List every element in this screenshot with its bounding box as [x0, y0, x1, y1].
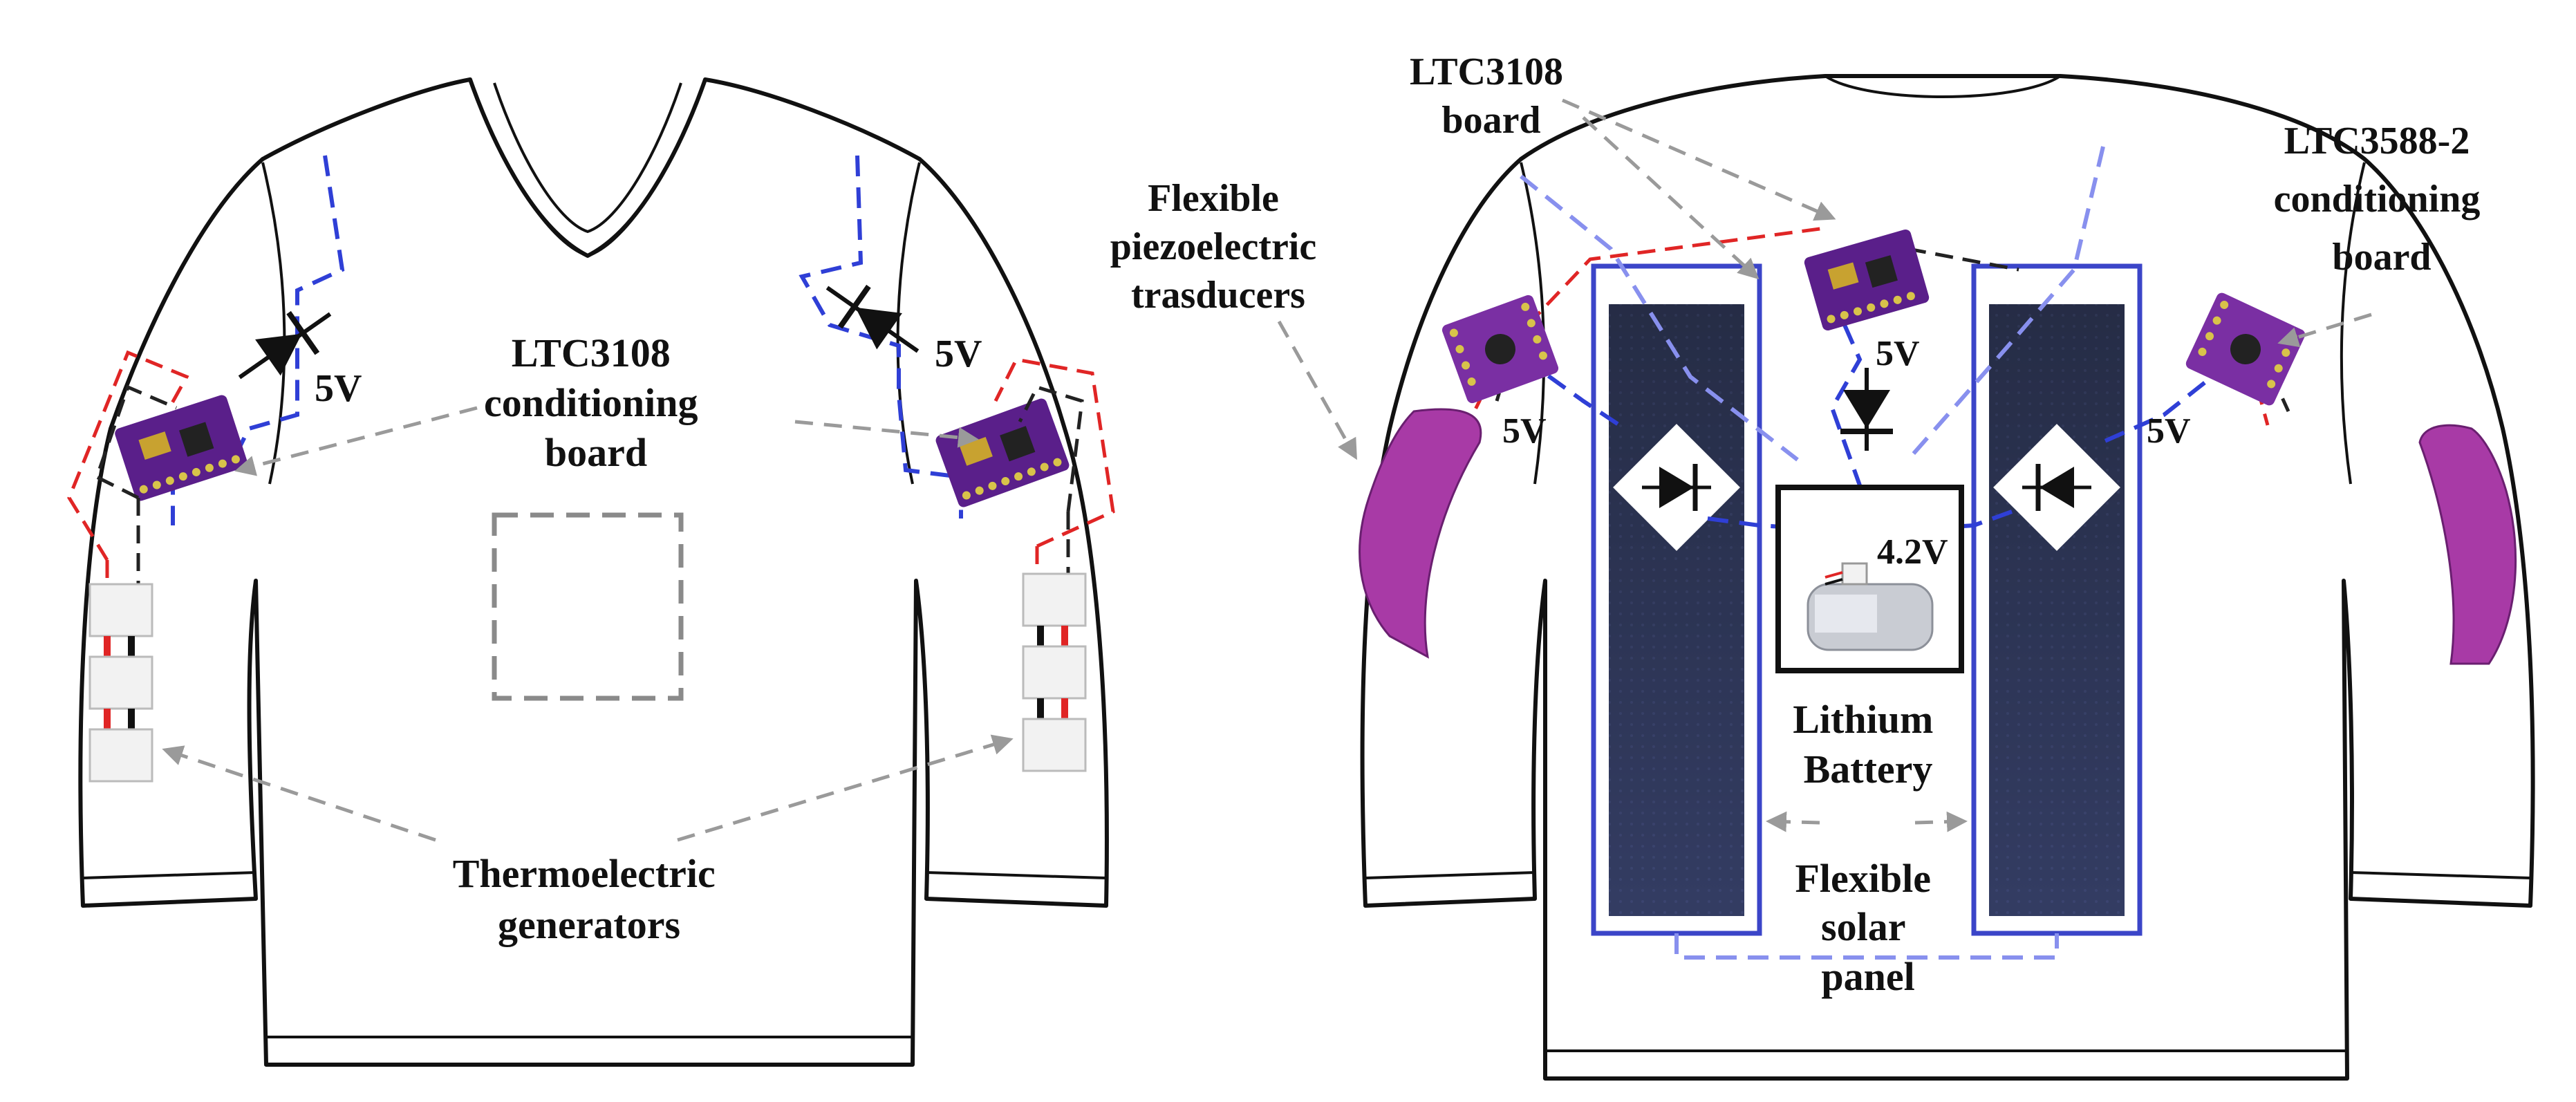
back-left-ltc3588-board-icon [1441, 295, 1559, 404]
front-right-ltc3108-board-icon [935, 398, 1070, 507]
front-left-voltage-label: 5V [315, 367, 362, 410]
front-teg-label: Thermoelectric generators [453, 851, 726, 947]
front-collar [469, 79, 707, 258]
back-solar-label: Flexible solar panel [1795, 856, 1941, 999]
back-battery-label: Lithium Battery [1793, 697, 1943, 792]
back-center-ltc3108-board-icon [1804, 229, 1930, 331]
back-battery-voltage-label: 4.2V [1877, 532, 1948, 572]
front-board-label: LTC3108 conditioning board [484, 330, 708, 475]
back-light-blue-wires [1520, 174, 1799, 462]
back-collar [1824, 75, 2062, 98]
front-right-blue-wire [799, 155, 963, 519]
back-shirt: LTC3108 board Flexible piezoelectric tra… [1110, 50, 2535, 1081]
back-center-voltage-label: 5V [1876, 334, 1920, 373]
front-right-teg-stack-icon [1022, 572, 1087, 772]
front-left-ltc3108-board-icon [115, 395, 248, 501]
front-left-diode-icon [238, 310, 332, 380]
back-battery-icon [1807, 562, 1934, 651]
back-left-voltage-label: 5V [1502, 411, 1547, 451]
front-left-teg-stack-icon [88, 583, 153, 783]
front-right-voltage-label: 5V [935, 333, 982, 375]
back-right-piezo-icon [2418, 424, 2517, 665]
back-battery-box [1775, 485, 1964, 673]
back-ltc3588-label: LTC3588-2 conditioning board [2274, 120, 2490, 279]
back-center-diode-icon [1840, 368, 1893, 451]
back-piezo-label: Flexible piezoelectric trasducers [1110, 177, 1326, 317]
back-right-voltage-label: 5V [2147, 411, 2191, 451]
front-shirt: 5V 5V LTC3108 conditioning board Thermoe… [67, 77, 1115, 1067]
back-ltc3108-label: LTC3108 board [1410, 50, 1573, 142]
front-right-diode-icon [825, 284, 920, 353]
front-center-board-placeholder [492, 512, 684, 701]
back-left-piezo-icon [1359, 408, 1482, 659]
back-right-ltc3588-board-icon [2185, 292, 2306, 406]
back-right-panel-diode-icon [1993, 424, 2120, 551]
